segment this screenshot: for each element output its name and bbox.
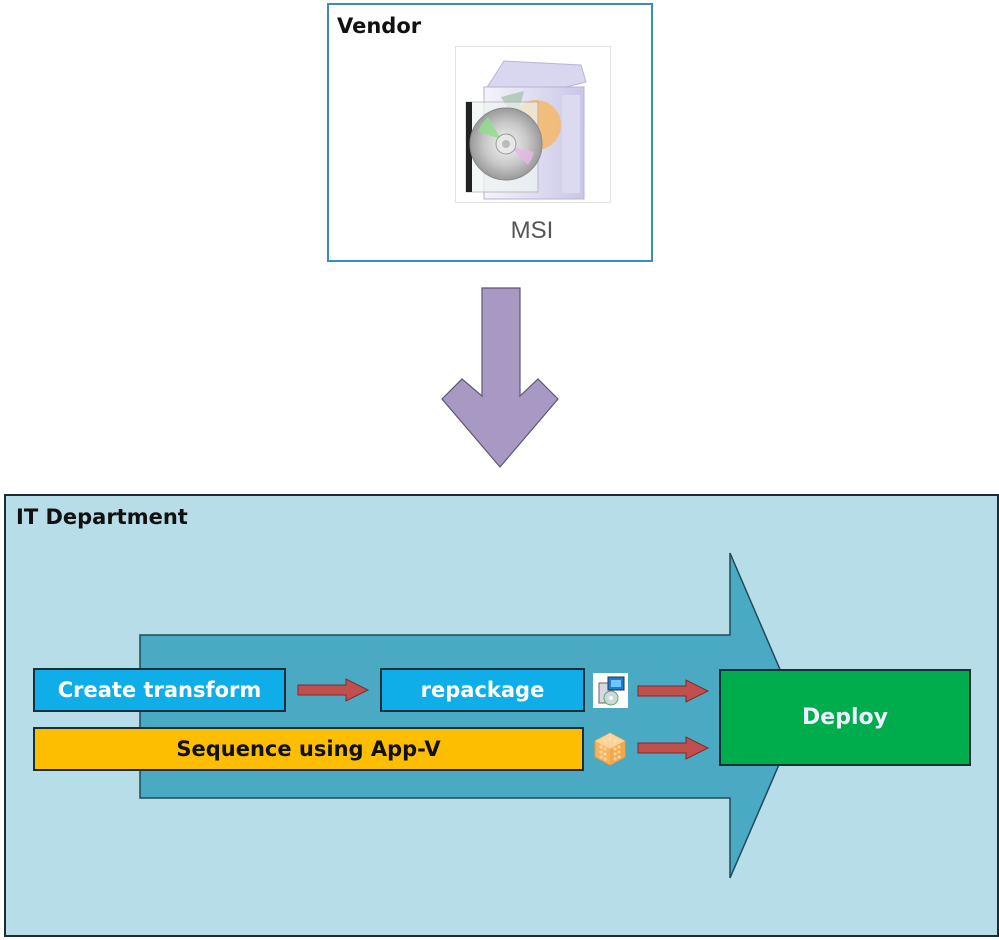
vendor-title: Vendor	[337, 14, 422, 38]
app-v-package-icon	[592, 731, 628, 767]
deploy-step: Deploy	[719, 669, 971, 766]
sequence-label: Sequence using App-V	[176, 737, 441, 761]
create-transform-step: Create transform	[33, 668, 286, 712]
repackage-step: repackage	[380, 668, 585, 712]
msi-label: MSI	[510, 217, 554, 244]
down-arrow-icon	[441, 287, 559, 468]
vendor-box: Vendor MSI	[327, 3, 653, 262]
it-department-title: IT Department	[16, 505, 188, 529]
repackage-label: repackage	[420, 678, 545, 702]
software-box-cd-icon	[455, 46, 611, 203]
setup-installer-icon	[593, 673, 628, 708]
deploy-label: Deploy	[802, 705, 888, 730]
connector-arrow-icon	[297, 678, 370, 702]
sequence-app-v-step: Sequence using App-V	[33, 727, 584, 771]
connector-arrow-icon	[637, 679, 710, 703]
connector-arrow-icon	[637, 736, 710, 760]
down-arrow-shape	[441, 287, 559, 468]
create-transform-label: Create transform	[57, 678, 262, 702]
